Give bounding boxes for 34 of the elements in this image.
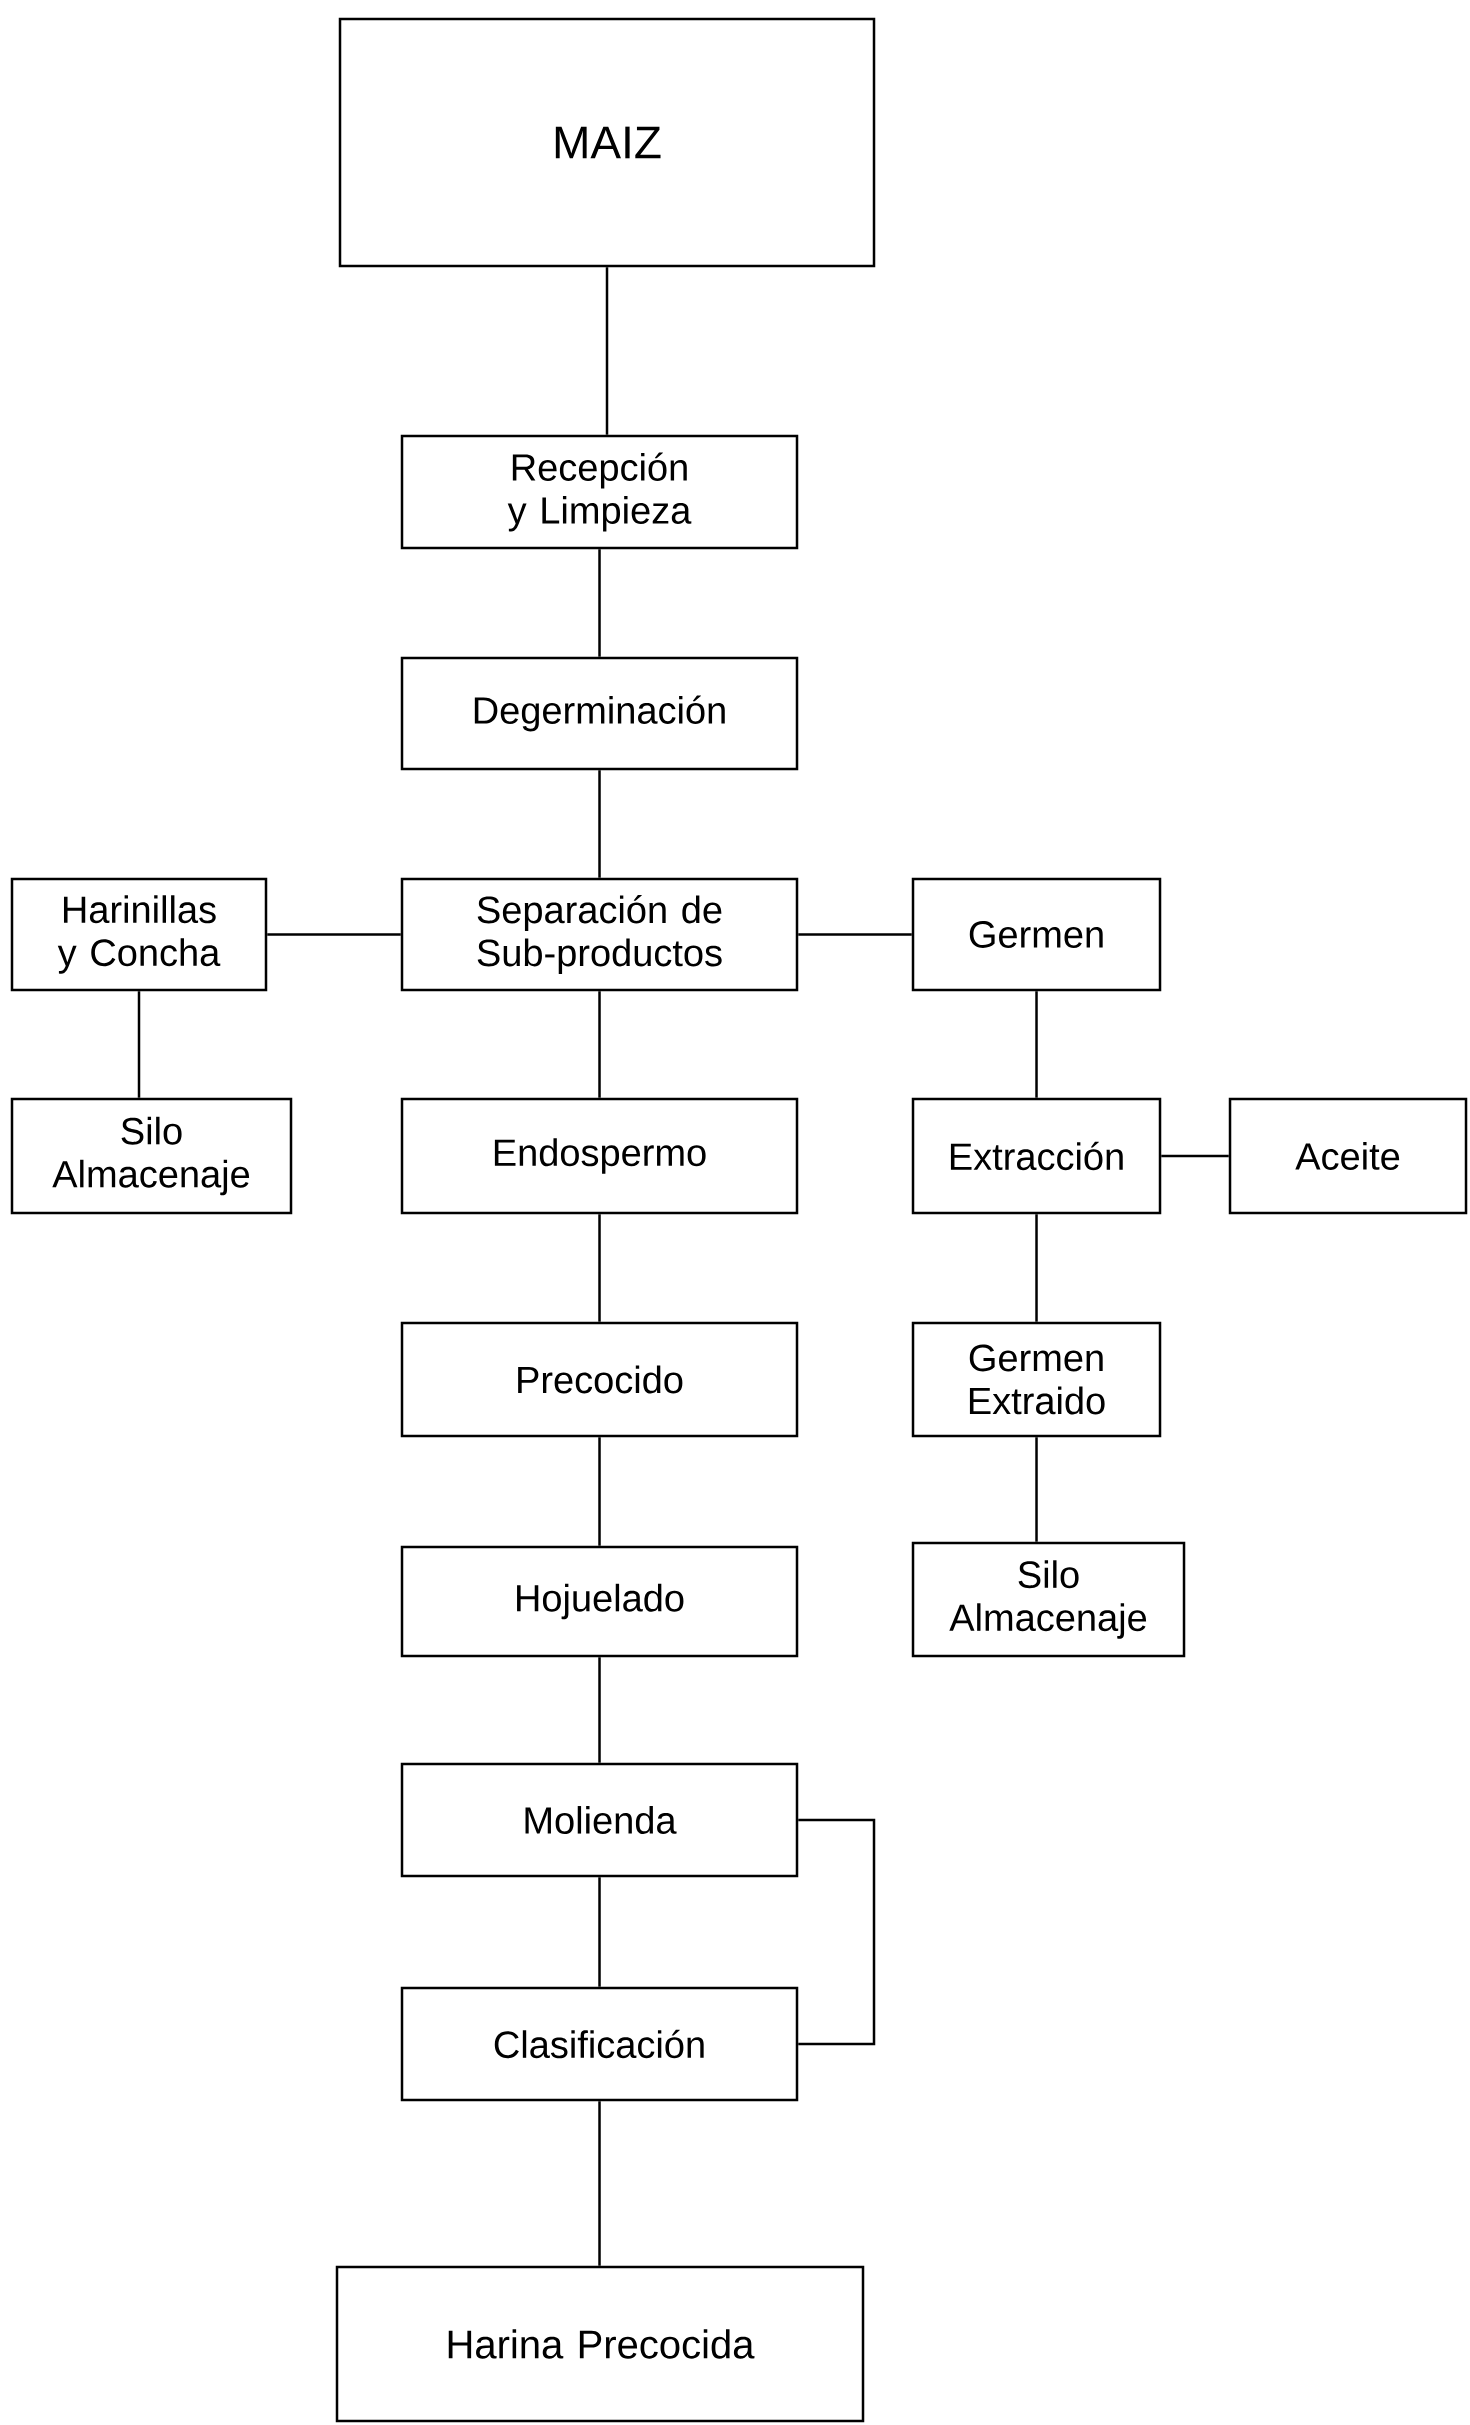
- process-box: MAIZ: [338, 17, 876, 268]
- connector-line: [598, 2101, 601, 2266]
- process-box: Silo Almacenaje: [10, 1097, 293, 1215]
- process-box: Germen Extraido: [911, 1321, 1162, 1438]
- connector-line: [1035, 1214, 1038, 1322]
- process-box: Aceite: [1228, 1097, 1468, 1215]
- connector-line: [798, 933, 912, 936]
- connector-line: [1161, 1154, 1229, 1158]
- process-box: Clasificación: [400, 1986, 799, 2102]
- connector-line: [598, 1877, 601, 1987]
- process-box: Recepción y Limpieza: [400, 434, 799, 550]
- connector-line: [598, 1214, 601, 1322]
- connector-line: [598, 991, 601, 1098]
- process-box: Germen: [911, 877, 1162, 992]
- process-box: Harinillas y Concha: [10, 877, 268, 992]
- process-box: Harina Precocida: [335, 2265, 865, 2423]
- connector-line: [267, 933, 401, 936]
- connector-line: [137, 991, 141, 1098]
- connector-line: [798, 1818, 876, 2046]
- connector-line: [598, 1437, 601, 1546]
- connector-line: [598, 549, 601, 657]
- connector-line: [605, 267, 609, 435]
- connector-line: [598, 770, 601, 878]
- process-box: Endospermo: [400, 1097, 799, 1215]
- process-box: Extracción: [911, 1097, 1162, 1215]
- process-box: Silo Almacenaje: [911, 1541, 1186, 1658]
- connector-line: [1035, 991, 1038, 1098]
- connector-line: [1035, 1437, 1038, 1542]
- connector-line: [598, 1657, 601, 1763]
- process-box: Hojuelado: [400, 1545, 799, 1658]
- process-box: Molienda: [400, 1762, 799, 1878]
- process-box: Degerminación: [400, 656, 799, 771]
- process-box: Separación de Sub-productos: [400, 877, 799, 992]
- process-box: Precocido: [400, 1321, 799, 1438]
